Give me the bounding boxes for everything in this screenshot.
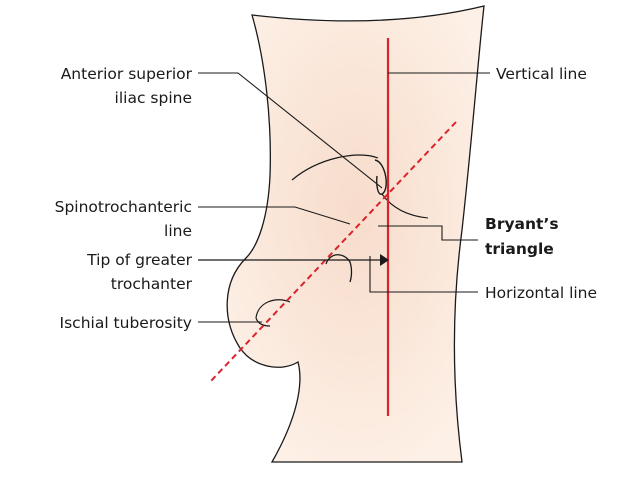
label-bryant-line2: triangle (485, 240, 554, 258)
label-vertical: Vertical line (496, 65, 587, 83)
label-ischial: Ischial tuberosity (60, 314, 192, 332)
label-bryant-line1: Bryant’s (485, 215, 559, 233)
label-tip-line1: Tip of greater (86, 251, 192, 269)
label-asis-line2: iliac spine (115, 89, 192, 107)
label-tip-line2: trochanter (111, 275, 193, 293)
label-asis-line1: Anterior superior (61, 65, 193, 83)
label-spino-line2: line (164, 222, 192, 240)
label-horizontal: Horizontal line (485, 284, 597, 302)
hip-thigh-silhouette (227, 6, 484, 462)
label-spino-line1: Spinotrochanteric (55, 198, 192, 216)
